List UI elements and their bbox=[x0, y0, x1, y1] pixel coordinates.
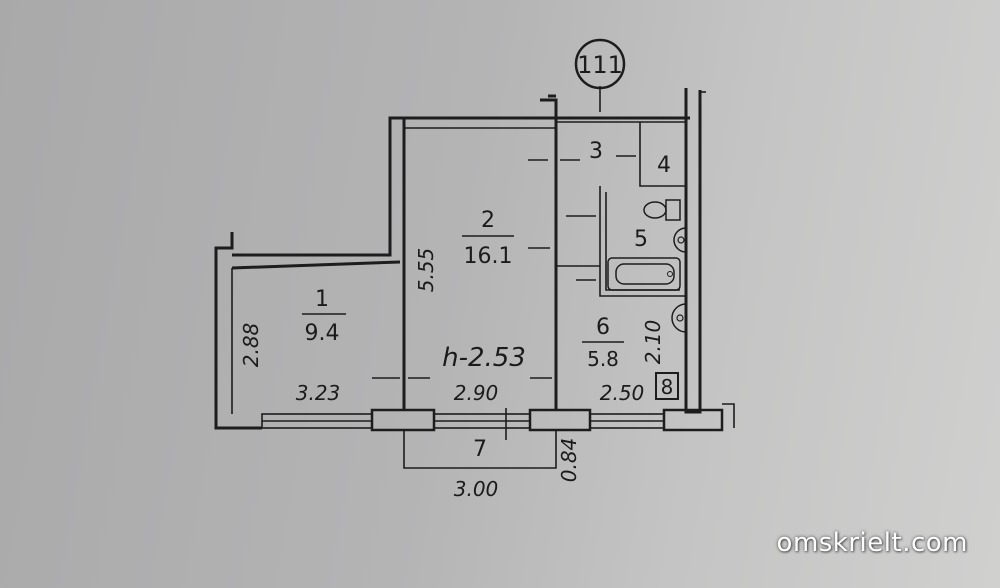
dim-room1-depth: 2.88 bbox=[239, 323, 263, 368]
dim-room2-width: 2.90 bbox=[454, 381, 499, 405]
room-2-number: 2 bbox=[481, 208, 495, 233]
room-6-area: 5.8 bbox=[587, 347, 619, 371]
room-1-area: 9.4 bbox=[305, 321, 340, 346]
dim-room1-width: 3.23 bbox=[296, 381, 341, 405]
bathtub-icon bbox=[607, 257, 681, 291]
dim-balcony-width: 3.00 bbox=[454, 477, 499, 501]
room-3-number: 3 bbox=[589, 139, 603, 164]
dim-room6-width: 2.50 bbox=[600, 381, 645, 405]
kitchen-sink-icon bbox=[671, 303, 687, 333]
walls bbox=[214, 88, 735, 469]
unit-tag-text: 111 bbox=[577, 51, 623, 79]
room-1-number: 1 bbox=[315, 287, 329, 312]
room-5-number: 5 bbox=[634, 227, 648, 252]
room-2-area: 16.1 bbox=[464, 244, 513, 269]
toilet-icon bbox=[643, 199, 681, 221]
ceiling-height: h-2.53 bbox=[442, 343, 526, 373]
unit-tag: 111 bbox=[574, 38, 626, 90]
sink-icon bbox=[673, 227, 687, 253]
room-8-number: 8 bbox=[661, 375, 674, 399]
dim-balcony-depth: 0.84 bbox=[557, 438, 581, 483]
dim-room6-depth: 2.10 bbox=[641, 320, 665, 365]
dim-room2-depth: 5.55 bbox=[414, 248, 438, 293]
watermark: omskrielt.com bbox=[776, 528, 968, 558]
room-4-number: 4 bbox=[657, 153, 671, 178]
room-7-number: 7 bbox=[473, 437, 487, 462]
section-marks bbox=[372, 86, 636, 379]
room-6-number: 6 bbox=[596, 315, 610, 340]
